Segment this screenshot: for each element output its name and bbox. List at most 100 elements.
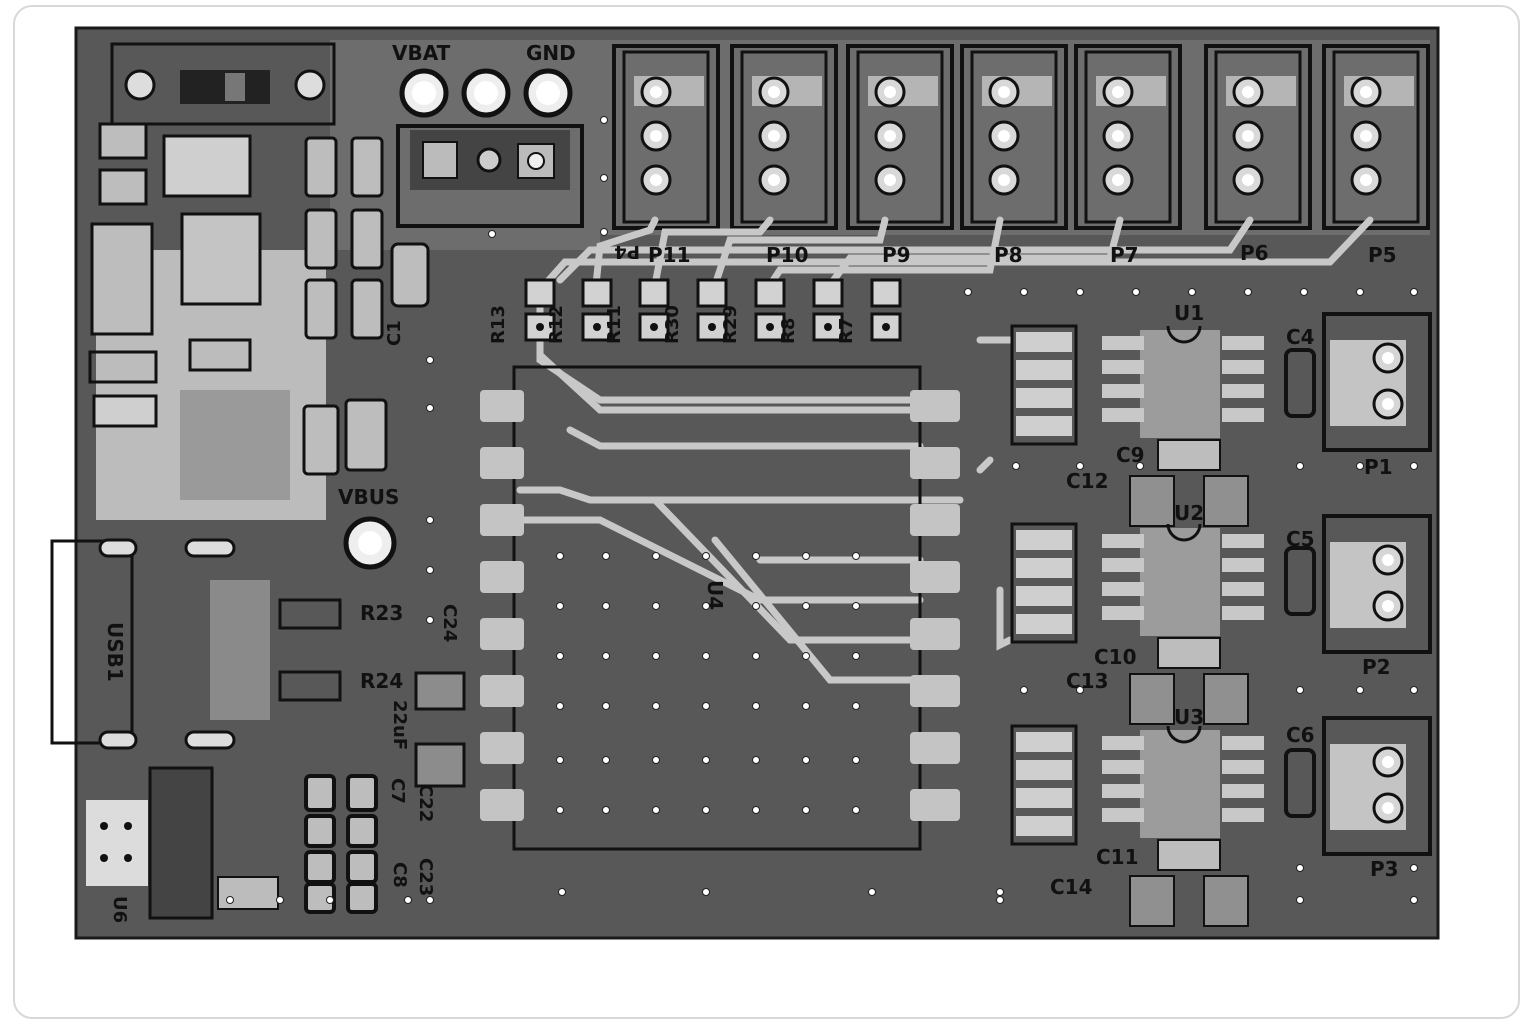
u4-pad [910,789,960,821]
resistor-column [524,278,902,342]
silk-label: VBAT [392,41,451,65]
resistors-usb [278,598,466,788]
via [1356,462,1364,470]
via [652,552,660,560]
header-block [1204,44,1312,230]
via [1244,288,1252,296]
via [852,602,860,610]
header-block [960,44,1068,230]
via [652,702,660,710]
u4-pad [480,618,524,650]
via [426,896,434,904]
via [802,602,810,610]
resistor-footprint [638,278,670,342]
silk-label: P9 [882,243,911,267]
battery-connector [396,124,584,228]
via [852,652,860,660]
via [752,602,760,610]
via [1188,288,1196,296]
resistor-footprint [696,278,728,342]
silk-label: P2 [1362,655,1391,679]
via [702,888,710,896]
via [802,702,810,710]
u4-pad [480,789,524,821]
silk-label: GND [526,41,576,65]
via [852,702,860,710]
silk-label: USB1 [103,622,127,682]
regulator-u6 [86,766,279,920]
silk-label: C7 [387,778,408,804]
driver-block [1010,724,1316,927]
resistor-footprint [581,278,613,342]
right-header-column [1322,312,1432,856]
via [702,602,710,610]
via [802,806,810,814]
silk-label: R29 [720,305,741,344]
u4-pad [480,447,524,479]
via [602,756,610,764]
output-connector [1322,716,1432,856]
silk-label: C10 [1094,645,1137,669]
via-grid [226,116,1418,904]
via [652,652,660,660]
u4-pad [910,504,960,536]
via [1296,864,1304,872]
via [226,896,234,904]
silk-label: P5 [1368,243,1397,267]
via [802,652,810,660]
output-connector [1322,312,1432,452]
driver-block [1010,522,1316,725]
silk-label: C5 [1286,527,1315,551]
via [752,702,760,710]
via [1410,896,1418,904]
via [488,230,496,238]
header-block [1322,44,1430,230]
silk-label: R24 [360,669,403,693]
via [1076,686,1084,694]
via [1410,686,1418,694]
via [652,756,660,764]
via [702,552,710,560]
header-block [1074,44,1182,230]
via [752,806,760,814]
silk-label: VBUS [338,485,399,509]
silk-label: C24 [439,604,460,642]
silk-label: R7 [836,318,857,344]
via [556,702,564,710]
via [558,888,566,896]
silk-label: R30 [662,305,683,344]
silk-label: C6 [1286,723,1315,747]
via [426,404,434,412]
via [752,652,760,660]
via [1410,462,1418,470]
via [852,806,860,814]
u4-pad [910,732,960,764]
silk-label: P6 [1240,241,1269,265]
silk-label: P11 [648,243,691,267]
via [1076,462,1084,470]
resistor-footprint [524,278,556,342]
output-connector [1322,514,1432,654]
u4-pad [480,675,524,707]
silk-label: U1 [1174,301,1204,325]
header-block [730,44,838,230]
resistor-footprint [870,278,902,342]
via [652,806,660,814]
via [852,552,860,560]
via [752,756,760,764]
via [752,552,760,560]
via [1020,686,1028,694]
via [556,602,564,610]
via [1296,462,1304,470]
silk-label: 22uF [389,700,410,750]
via [426,566,434,574]
silk-label: C23 [415,858,436,896]
via [1300,288,1308,296]
via [1296,896,1304,904]
vbus-pad [343,516,397,570]
via [1020,288,1028,296]
via [600,174,608,182]
silk-label: C13 [1066,669,1109,693]
via [600,116,608,124]
